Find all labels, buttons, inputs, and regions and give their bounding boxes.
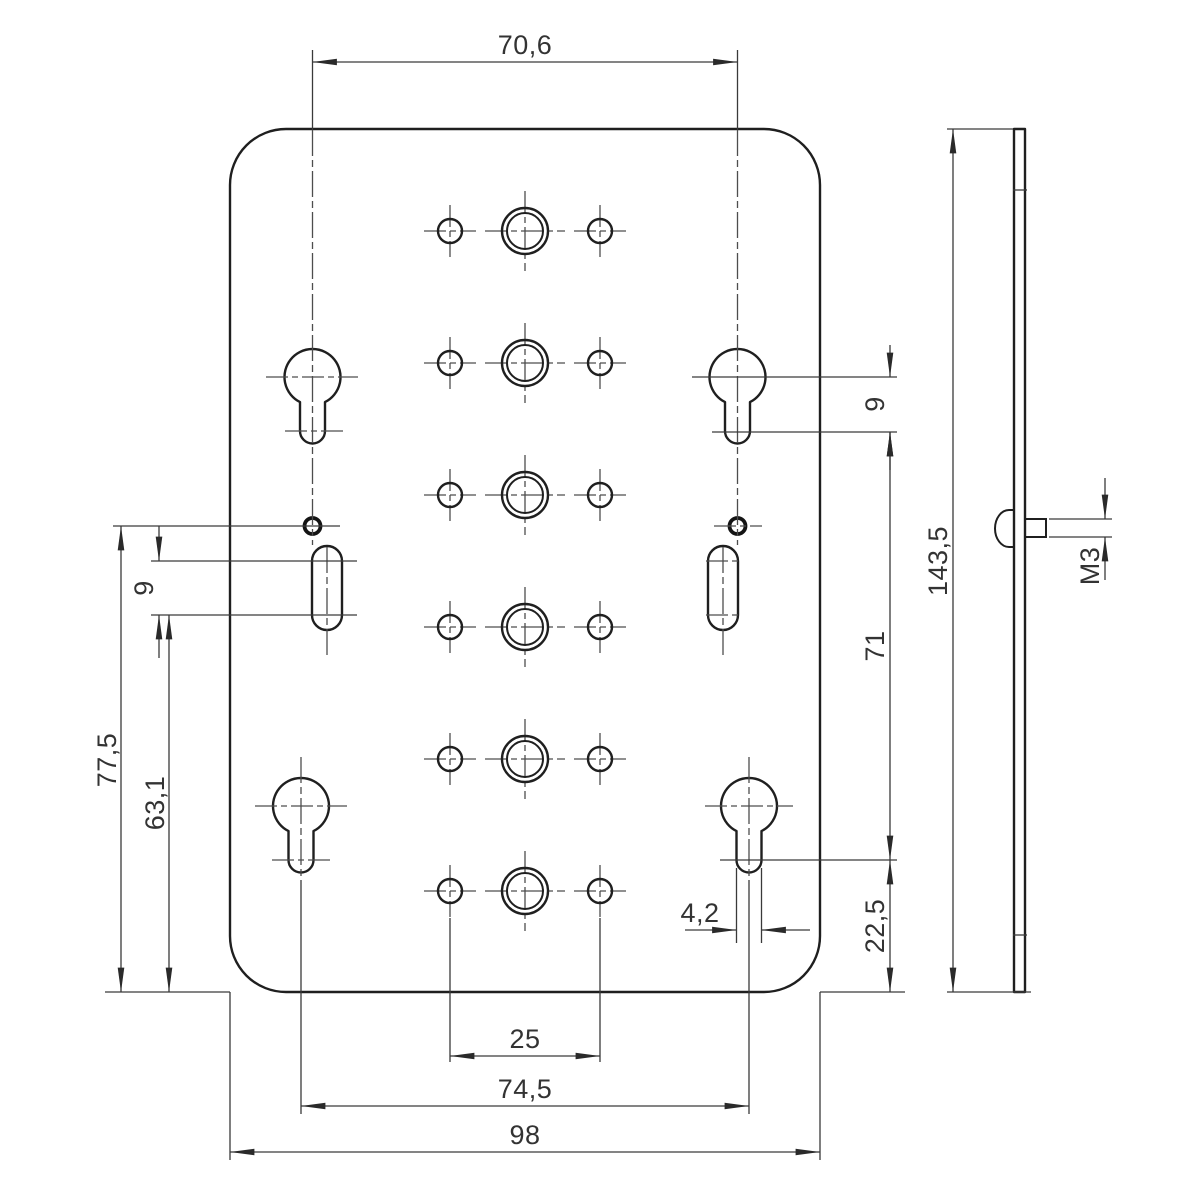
- hole-grid: [424, 191, 626, 931]
- hole: [436, 745, 464, 773]
- hole: [436, 613, 464, 641]
- hole: [436, 481, 464, 509]
- hole-outer: [500, 734, 550, 784]
- grid-hole-small-row4: [574, 601, 626, 653]
- hole: [436, 217, 464, 245]
- hole-inner: [506, 740, 544, 778]
- hole-outer: [500, 206, 550, 256]
- keyhole-slot-top-right: [708, 347, 767, 445]
- grid-hole-large-row3: [485, 455, 565, 535]
- dim-right-group: 9 71 22,5: [692, 345, 905, 993]
- dimension-label: 9: [860, 396, 890, 412]
- grid-hole-large-row5: [485, 719, 565, 799]
- grid-hole-small-row5: [424, 733, 476, 785]
- dim-slot-width: 4,2: [680, 868, 810, 943]
- grid-hole-large-row2: [485, 323, 565, 403]
- grid-hole-small-row6: [424, 865, 476, 917]
- dimension-label: 22,5: [860, 899, 890, 954]
- hole: [586, 745, 614, 773]
- grid-hole-small-row6: [574, 865, 626, 917]
- dimension-label: 9: [129, 580, 159, 596]
- hole-outer: [500, 866, 550, 916]
- grid-hole-small-row3: [424, 469, 476, 521]
- hole: [586, 877, 614, 905]
- grid-hole-small-row1: [424, 205, 476, 257]
- hole: [586, 613, 614, 641]
- dimension-label: 63,1: [140, 776, 170, 831]
- dim-bottom-group: 25 74,5 98: [229, 880, 821, 1160]
- dimension-label: 74,5: [498, 1074, 553, 1104]
- grid-hole-small-row3: [574, 469, 626, 521]
- thread-size-label: M3: [1075, 547, 1105, 586]
- dim-left-group: 77,5 63,1 9: [92, 525, 357, 993]
- screw-head-profile: [994, 509, 1014, 548]
- grid-hole-large-row4: [485, 587, 565, 667]
- hole: [586, 217, 614, 245]
- grid-hole-small-row2: [424, 337, 476, 389]
- front-view: [228, 127, 822, 994]
- hole-inner: [506, 872, 544, 910]
- hole-inner: [506, 344, 544, 382]
- grid-hole-small-row2: [574, 337, 626, 389]
- grid-hole-large-row1: [485, 191, 565, 271]
- hole-inner: [506, 608, 544, 646]
- dimension-label: 143,5: [923, 526, 953, 596]
- hole: [436, 349, 464, 377]
- hole: [586, 481, 614, 509]
- hole-outer: [500, 470, 550, 520]
- dimension-label: 4,2: [680, 898, 719, 928]
- hole: [436, 877, 464, 905]
- grid-hole-large-row6: [485, 851, 565, 931]
- dimension-label: 70,6: [498, 30, 553, 60]
- grid-hole-small-row4: [424, 601, 476, 653]
- grid-hole-small-row5: [574, 733, 626, 785]
- hole-inner: [506, 212, 544, 250]
- side-view: [994, 127, 1047, 994]
- dimensions: 70,6 77,5 63,1 9 9 71: [92, 30, 1112, 1160]
- dim-top-keyhole-spacing: 70,6: [311, 30, 739, 130]
- hole-inner: [506, 476, 544, 514]
- dimension-label: 98: [509, 1120, 540, 1150]
- plate-edge-profile: [1012, 127, 1027, 994]
- dimension-label: 77,5: [92, 733, 122, 788]
- hole-outer: [500, 602, 550, 652]
- grid-hole-small-row1: [574, 205, 626, 257]
- dim-side-group: 143,5 M3: [923, 128, 1112, 993]
- dimension-label: 25: [509, 1024, 540, 1054]
- screw-stud-m3: [1024, 518, 1047, 538]
- keyhole-slot-top-left: [283, 347, 342, 445]
- centerlines: [255, 130, 793, 880]
- hole: [586, 349, 614, 377]
- dimension-label: 71: [860, 630, 890, 661]
- hole-outer: [500, 338, 550, 388]
